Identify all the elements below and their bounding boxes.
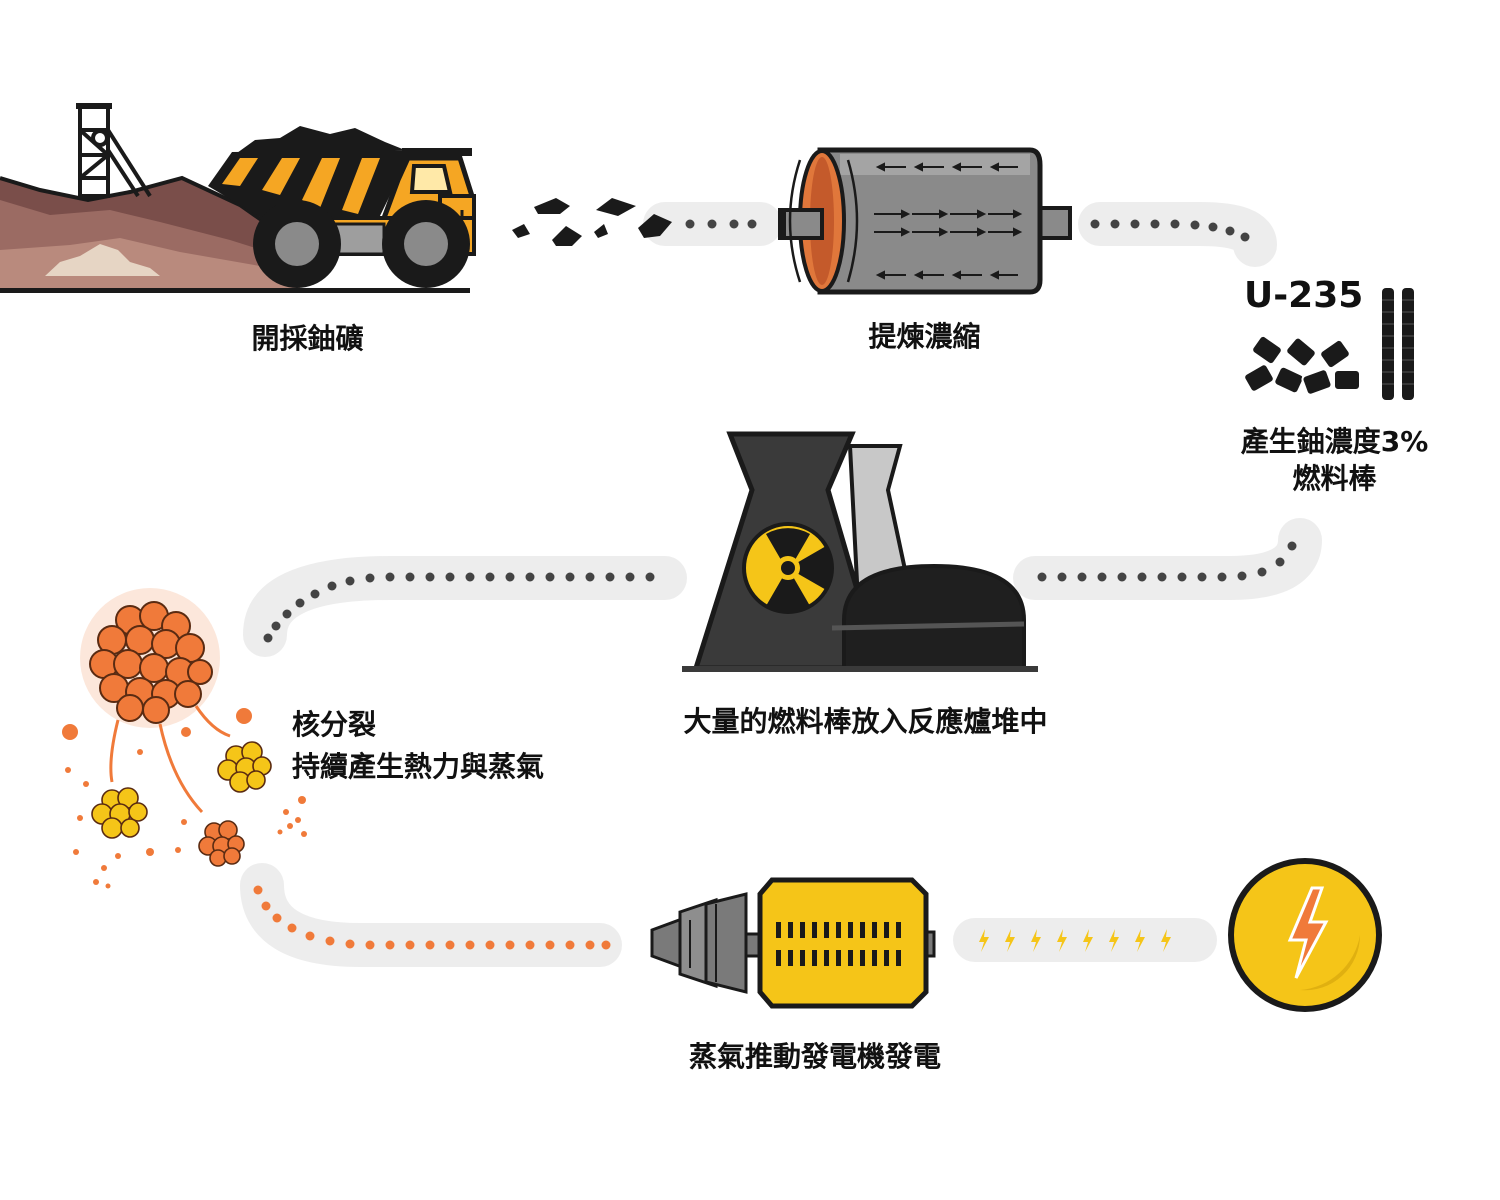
mountain-outline	[0, 175, 292, 242]
reactor-dome-icon	[842, 563, 1026, 670]
label-fission-line2: 持續產生熱力與蒸氣	[292, 750, 545, 783]
bolts-generator-power	[979, 929, 1171, 952]
reactor-scene	[682, 431, 1038, 672]
truck-bed-stripes	[222, 158, 380, 214]
path-fuel-to-reactor	[1013, 518, 1322, 600]
mining-scene	[0, 103, 476, 293]
mountain-front	[0, 238, 300, 290]
dots-fuel-reactor	[1037, 541, 1297, 582]
centrifuge-body	[817, 147, 1043, 295]
ore-chunks-icon	[512, 198, 672, 246]
dots-reactor-fission	[263, 572, 655, 643]
fragment-nucleus-1	[217, 741, 272, 793]
reactor-ground	[682, 666, 1038, 672]
fission-scene	[62, 588, 307, 889]
label-mining: 開採鈾礦	[251, 322, 364, 355]
power-coin	[1228, 858, 1382, 1012]
fuel-rods-icon	[1382, 288, 1414, 400]
truck-wheel-front	[382, 200, 470, 288]
truck-wheel-rear	[253, 200, 341, 288]
label-refining: 提煉濃縮	[868, 320, 981, 353]
generator-scene	[650, 877, 936, 1009]
path-refining-to-fuel	[1078, 202, 1277, 267]
turbine-icon	[650, 892, 748, 994]
label-reactor: 大量的燃料棒放入反應爐堆中	[683, 705, 1048, 738]
path-reactor-to-fission	[243, 556, 687, 657]
label-fuel-line2: 燃料棒	[1292, 462, 1377, 495]
fragment-nucleus-2	[91, 787, 148, 839]
truck-cab-window	[409, 164, 453, 194]
mine-headframe-icon	[76, 103, 152, 198]
fission-rays	[109, 705, 231, 814]
label-fission-line1: 核分裂	[292, 708, 377, 741]
centrifuge-arrows	[874, 162, 1023, 280]
generator-icon	[757, 877, 929, 1009]
label-generator: 蒸氣推動發電機發電	[688, 1040, 941, 1073]
neutron-particles	[62, 708, 307, 889]
flow-dots	[253, 219, 1297, 952]
label-fuel-line1: 產生鈾濃度3%	[1240, 425, 1429, 458]
radiation-symbol-icon	[742, 522, 834, 614]
dots-refining-fuel	[1090, 219, 1250, 242]
dots-fission-generator	[253, 885, 611, 950]
ground	[0, 288, 470, 293]
label-isotope: U-235	[1244, 275, 1364, 316]
fragment-nucleus-3	[198, 820, 245, 867]
dump-truck-icon	[208, 126, 476, 288]
centrifuge-icon	[778, 147, 1072, 295]
dots-mining-refining	[685, 219, 757, 229]
lightning-bolt-icon	[1287, 886, 1329, 979]
rock-pile	[45, 244, 160, 276]
fuel-pellets-icon	[1243, 334, 1361, 396]
nucleus-icon	[89, 601, 213, 724]
truck-load	[230, 126, 405, 158]
